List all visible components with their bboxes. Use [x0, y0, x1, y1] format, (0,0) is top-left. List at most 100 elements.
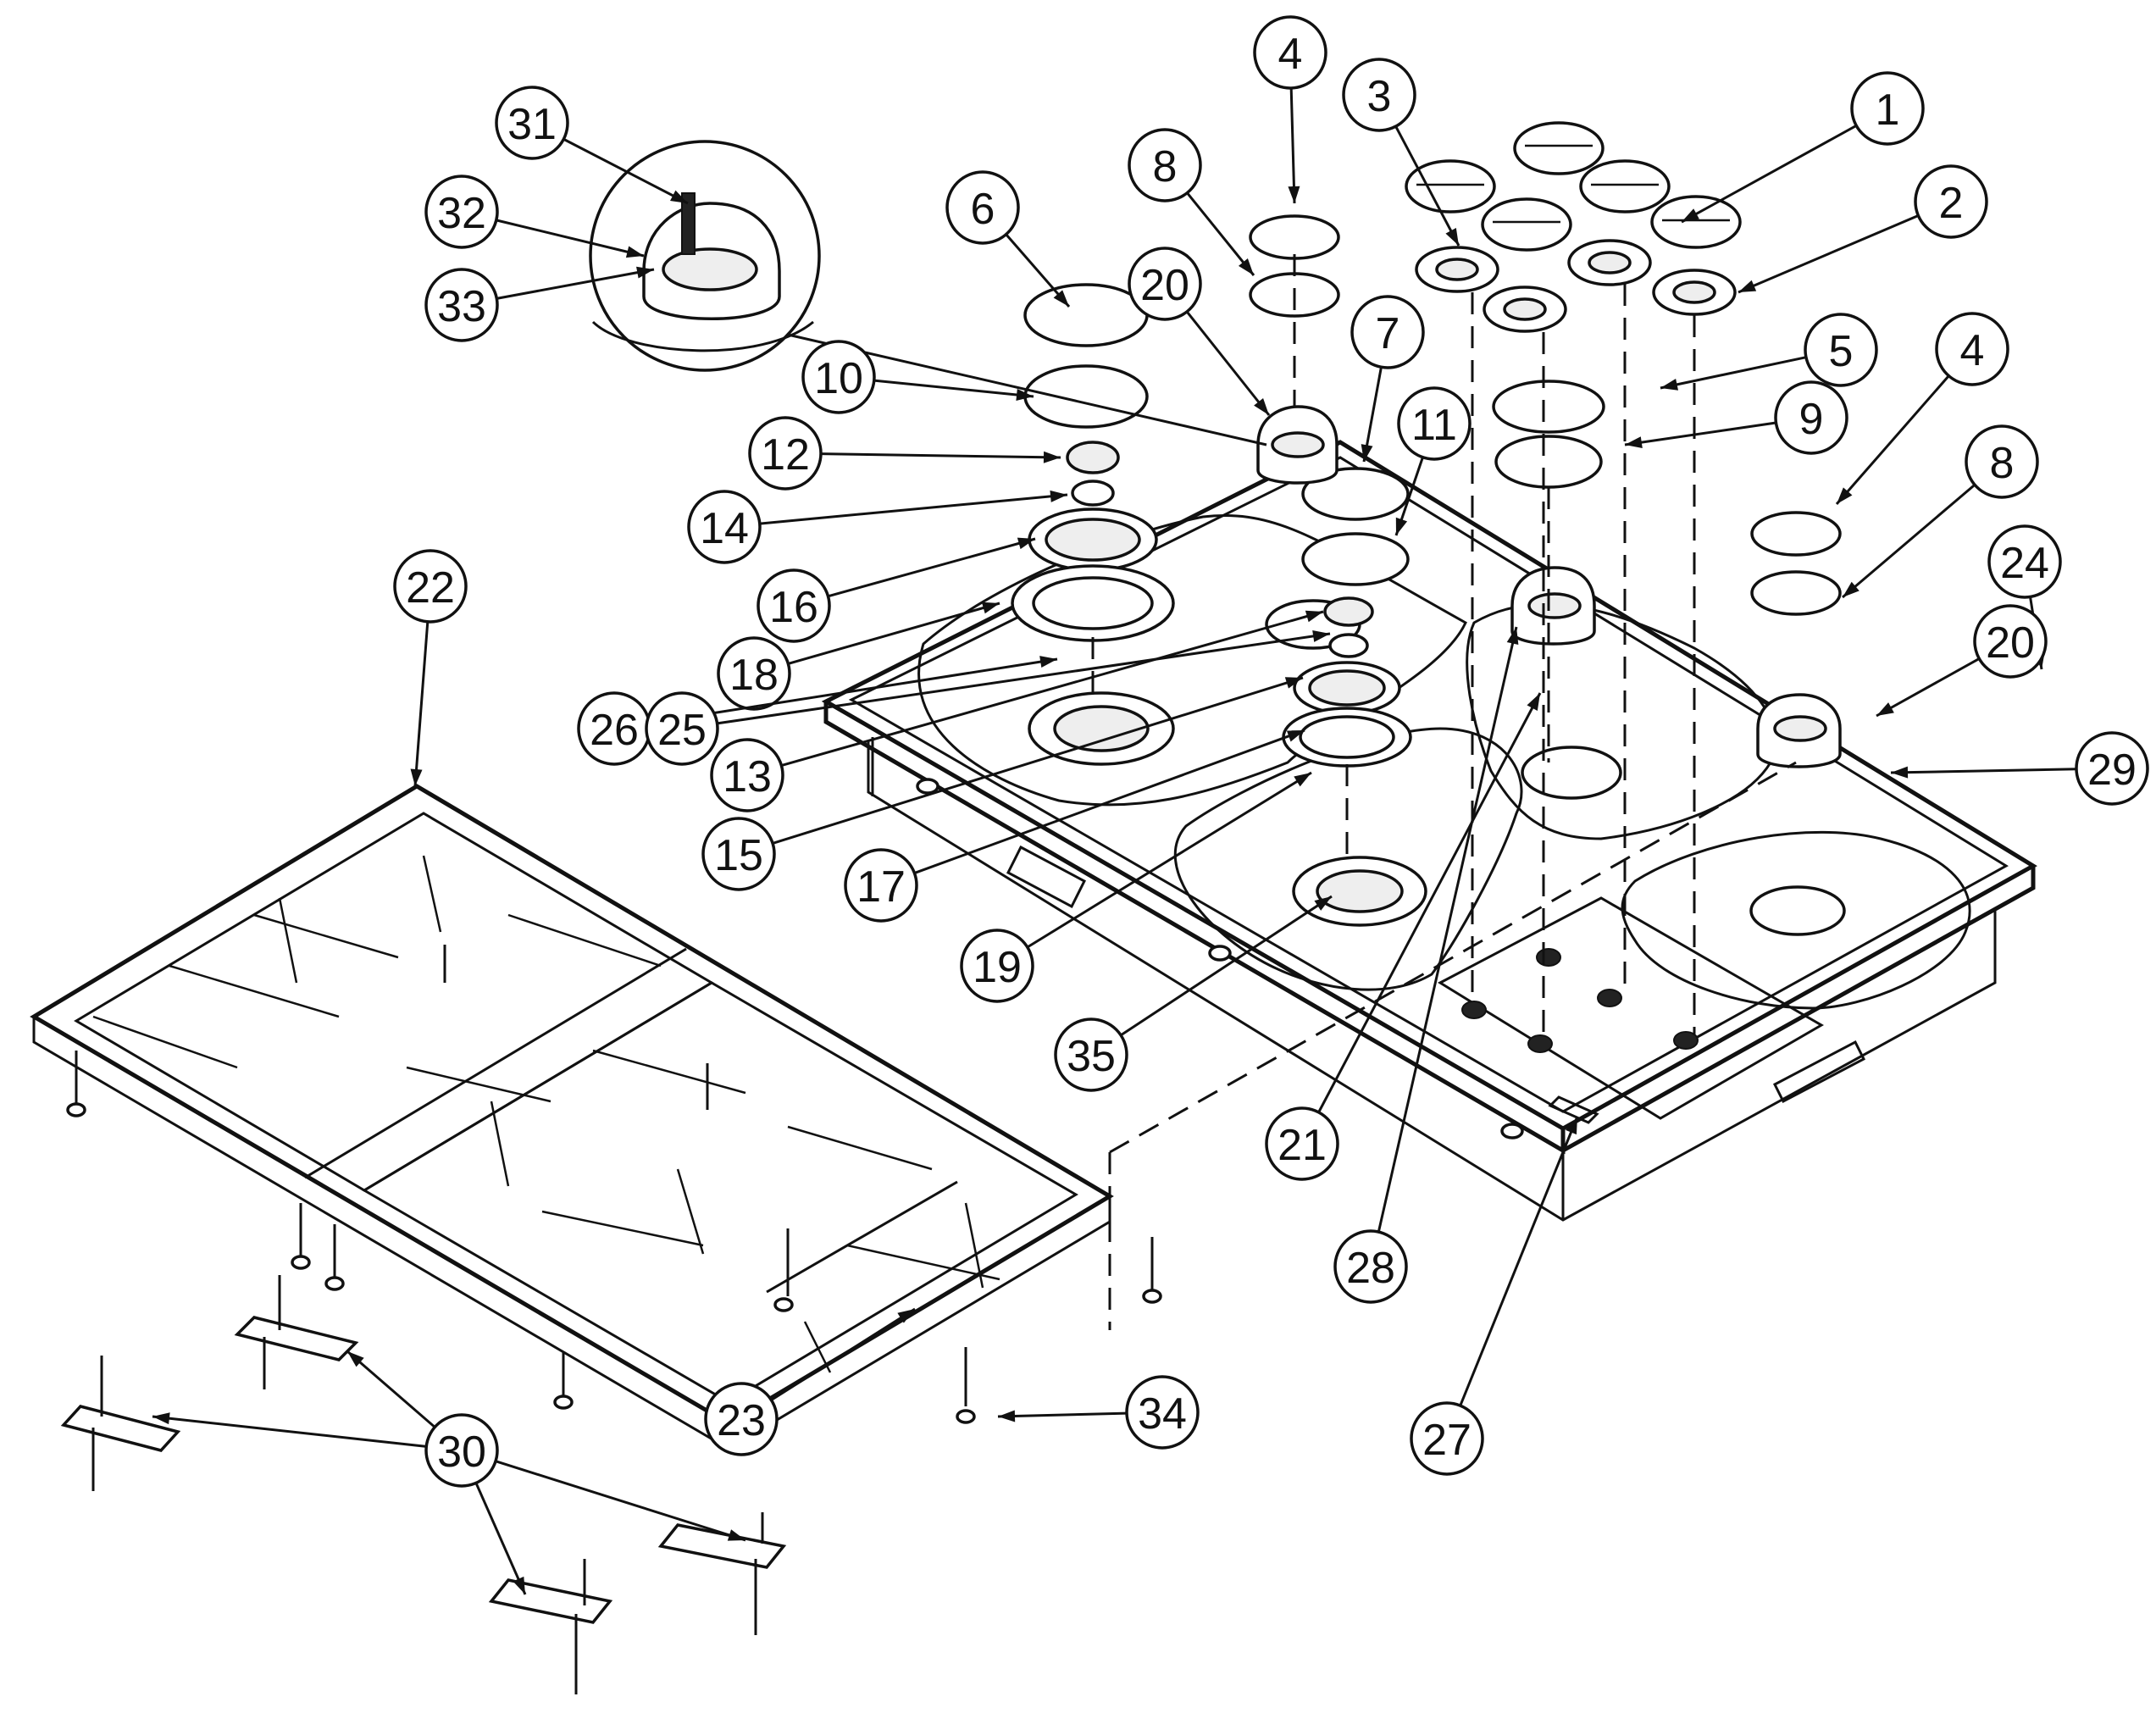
leader-arrow-25	[1312, 629, 1330, 642]
leader-arrow-29	[1891, 766, 1909, 779]
burner-stack-left	[1011, 283, 1175, 642]
leader-line-31	[563, 137, 689, 205]
leader-arrow-33	[636, 266, 654, 279]
callout-number: 28	[1346, 1244, 1395, 1293]
callout-27: 27	[1410, 1401, 1484, 1476]
leader-arrow-18	[981, 602, 1000, 614]
leader-arrow-7	[1361, 444, 1373, 462]
grate-assembly	[30, 784, 1162, 1451]
callout-24: 24	[1987, 524, 2062, 599]
callout-number: 25	[657, 706, 707, 755]
leader-line-30	[346, 1350, 436, 1428]
callout-7: 7	[1350, 295, 1425, 369]
callout-circle	[424, 268, 499, 342]
callout-circle	[701, 817, 776, 891]
callout-circle	[424, 175, 499, 249]
callout-number: 4	[1960, 326, 1985, 375]
leader-line-5	[1660, 356, 1807, 390]
callout-number: 3	[1367, 72, 1392, 121]
grate-brackets	[60, 1275, 787, 1694]
callout-circle	[1774, 380, 1848, 455]
callout-9: 9	[1774, 380, 1848, 455]
callout-number: 26	[590, 706, 639, 755]
callout-6: 6	[945, 170, 1020, 245]
leader-arrow-13	[1305, 610, 1323, 623]
callout-circle	[1265, 1106, 1339, 1181]
callout-number: 31	[507, 100, 557, 149]
leader-line-3	[1394, 125, 1460, 247]
callout-circle	[1253, 15, 1327, 90]
callout-number: 20	[1140, 261, 1189, 310]
callout-23: 23	[704, 1382, 779, 1456]
callout-number: 33	[437, 282, 486, 331]
callout-12: 12	[748, 416, 823, 491]
leader-arrow-14	[1050, 490, 1067, 502]
callout-3: 3	[1342, 58, 1416, 132]
callout-4: 4	[1935, 312, 2009, 386]
leader-line-8	[1186, 191, 1255, 276]
callout-circle	[2075, 731, 2149, 806]
callout-number: 1	[1876, 86, 1900, 135]
leader-arrow-20	[1876, 702, 1894, 716]
callout-number: 20	[1986, 618, 2035, 668]
callout-number: 29	[2087, 746, 2137, 795]
leader-line-4	[1835, 374, 1950, 505]
leader-arrow-4	[1288, 186, 1300, 203]
leader-line-1	[1681, 124, 1857, 224]
callout-5: 5	[1804, 313, 1878, 387]
callout-35: 35	[1054, 1017, 1128, 1092]
callout-20: 20	[1128, 247, 1202, 321]
callout-8: 8	[1128, 128, 1202, 202]
leader-arrow-19	[1294, 773, 1311, 787]
leader-line-15	[772, 676, 1304, 845]
callout-number: 24	[2000, 539, 2049, 588]
callout-25: 25	[645, 691, 719, 766]
callout-number: 32	[437, 189, 486, 238]
callout-15: 15	[701, 817, 776, 891]
leader-line-20	[1185, 310, 1271, 416]
leader-line-30	[474, 1482, 527, 1595]
leader-line-14	[759, 493, 1068, 525]
callout-number: 14	[700, 504, 749, 553]
leader-line-25	[717, 632, 1331, 725]
callout-number: 2	[1939, 179, 1964, 228]
callout-31: 31	[495, 86, 569, 160]
callout-18: 18	[717, 636, 791, 711]
callout-20: 20	[1973, 604, 2048, 679]
callout-number: 19	[973, 943, 1022, 992]
leader-line-12	[820, 452, 1061, 459]
detail-magnifier	[589, 140, 1267, 446]
callout-number: 27	[1422, 1416, 1472, 1465]
leader-arrow-28	[1506, 627, 1519, 646]
leader-line-33	[496, 268, 655, 300]
leader-arrow-34	[998, 1410, 1016, 1422]
leader-arrow-11	[1395, 517, 1408, 535]
callout-number: 5	[1829, 327, 1854, 376]
callout-circle	[1054, 1017, 1128, 1092]
leader-arrow-9	[1625, 436, 1643, 449]
callout-circle	[960, 929, 1034, 1003]
leader-line-34	[997, 1411, 1128, 1418]
leader-line-26	[649, 657, 1058, 724]
callout-number: 18	[729, 651, 779, 700]
callout-circle	[1410, 1401, 1484, 1476]
callout-circle	[1987, 524, 2062, 599]
callout-circle	[1350, 295, 1425, 369]
leader-line-17	[913, 729, 1305, 874]
callout-circle	[1342, 58, 1416, 132]
callout-number: 30	[437, 1428, 486, 1477]
leader-arrow-8	[1238, 258, 1254, 275]
callout-circle	[801, 340, 876, 414]
callout-number: 4	[1278, 30, 1303, 79]
callout-30: 30	[424, 1413, 499, 1488]
callout-circle	[748, 416, 823, 491]
cooktop-body	[821, 440, 2037, 1222]
callout-circle	[1935, 312, 2009, 386]
callout-number: 13	[723, 752, 772, 801]
leader-arrow-12	[1043, 451, 1061, 463]
callout-number: 10	[814, 354, 863, 403]
callout-number: 22	[406, 563, 455, 613]
callout-19: 19	[960, 929, 1034, 1003]
callout-29: 29	[2075, 731, 2149, 806]
